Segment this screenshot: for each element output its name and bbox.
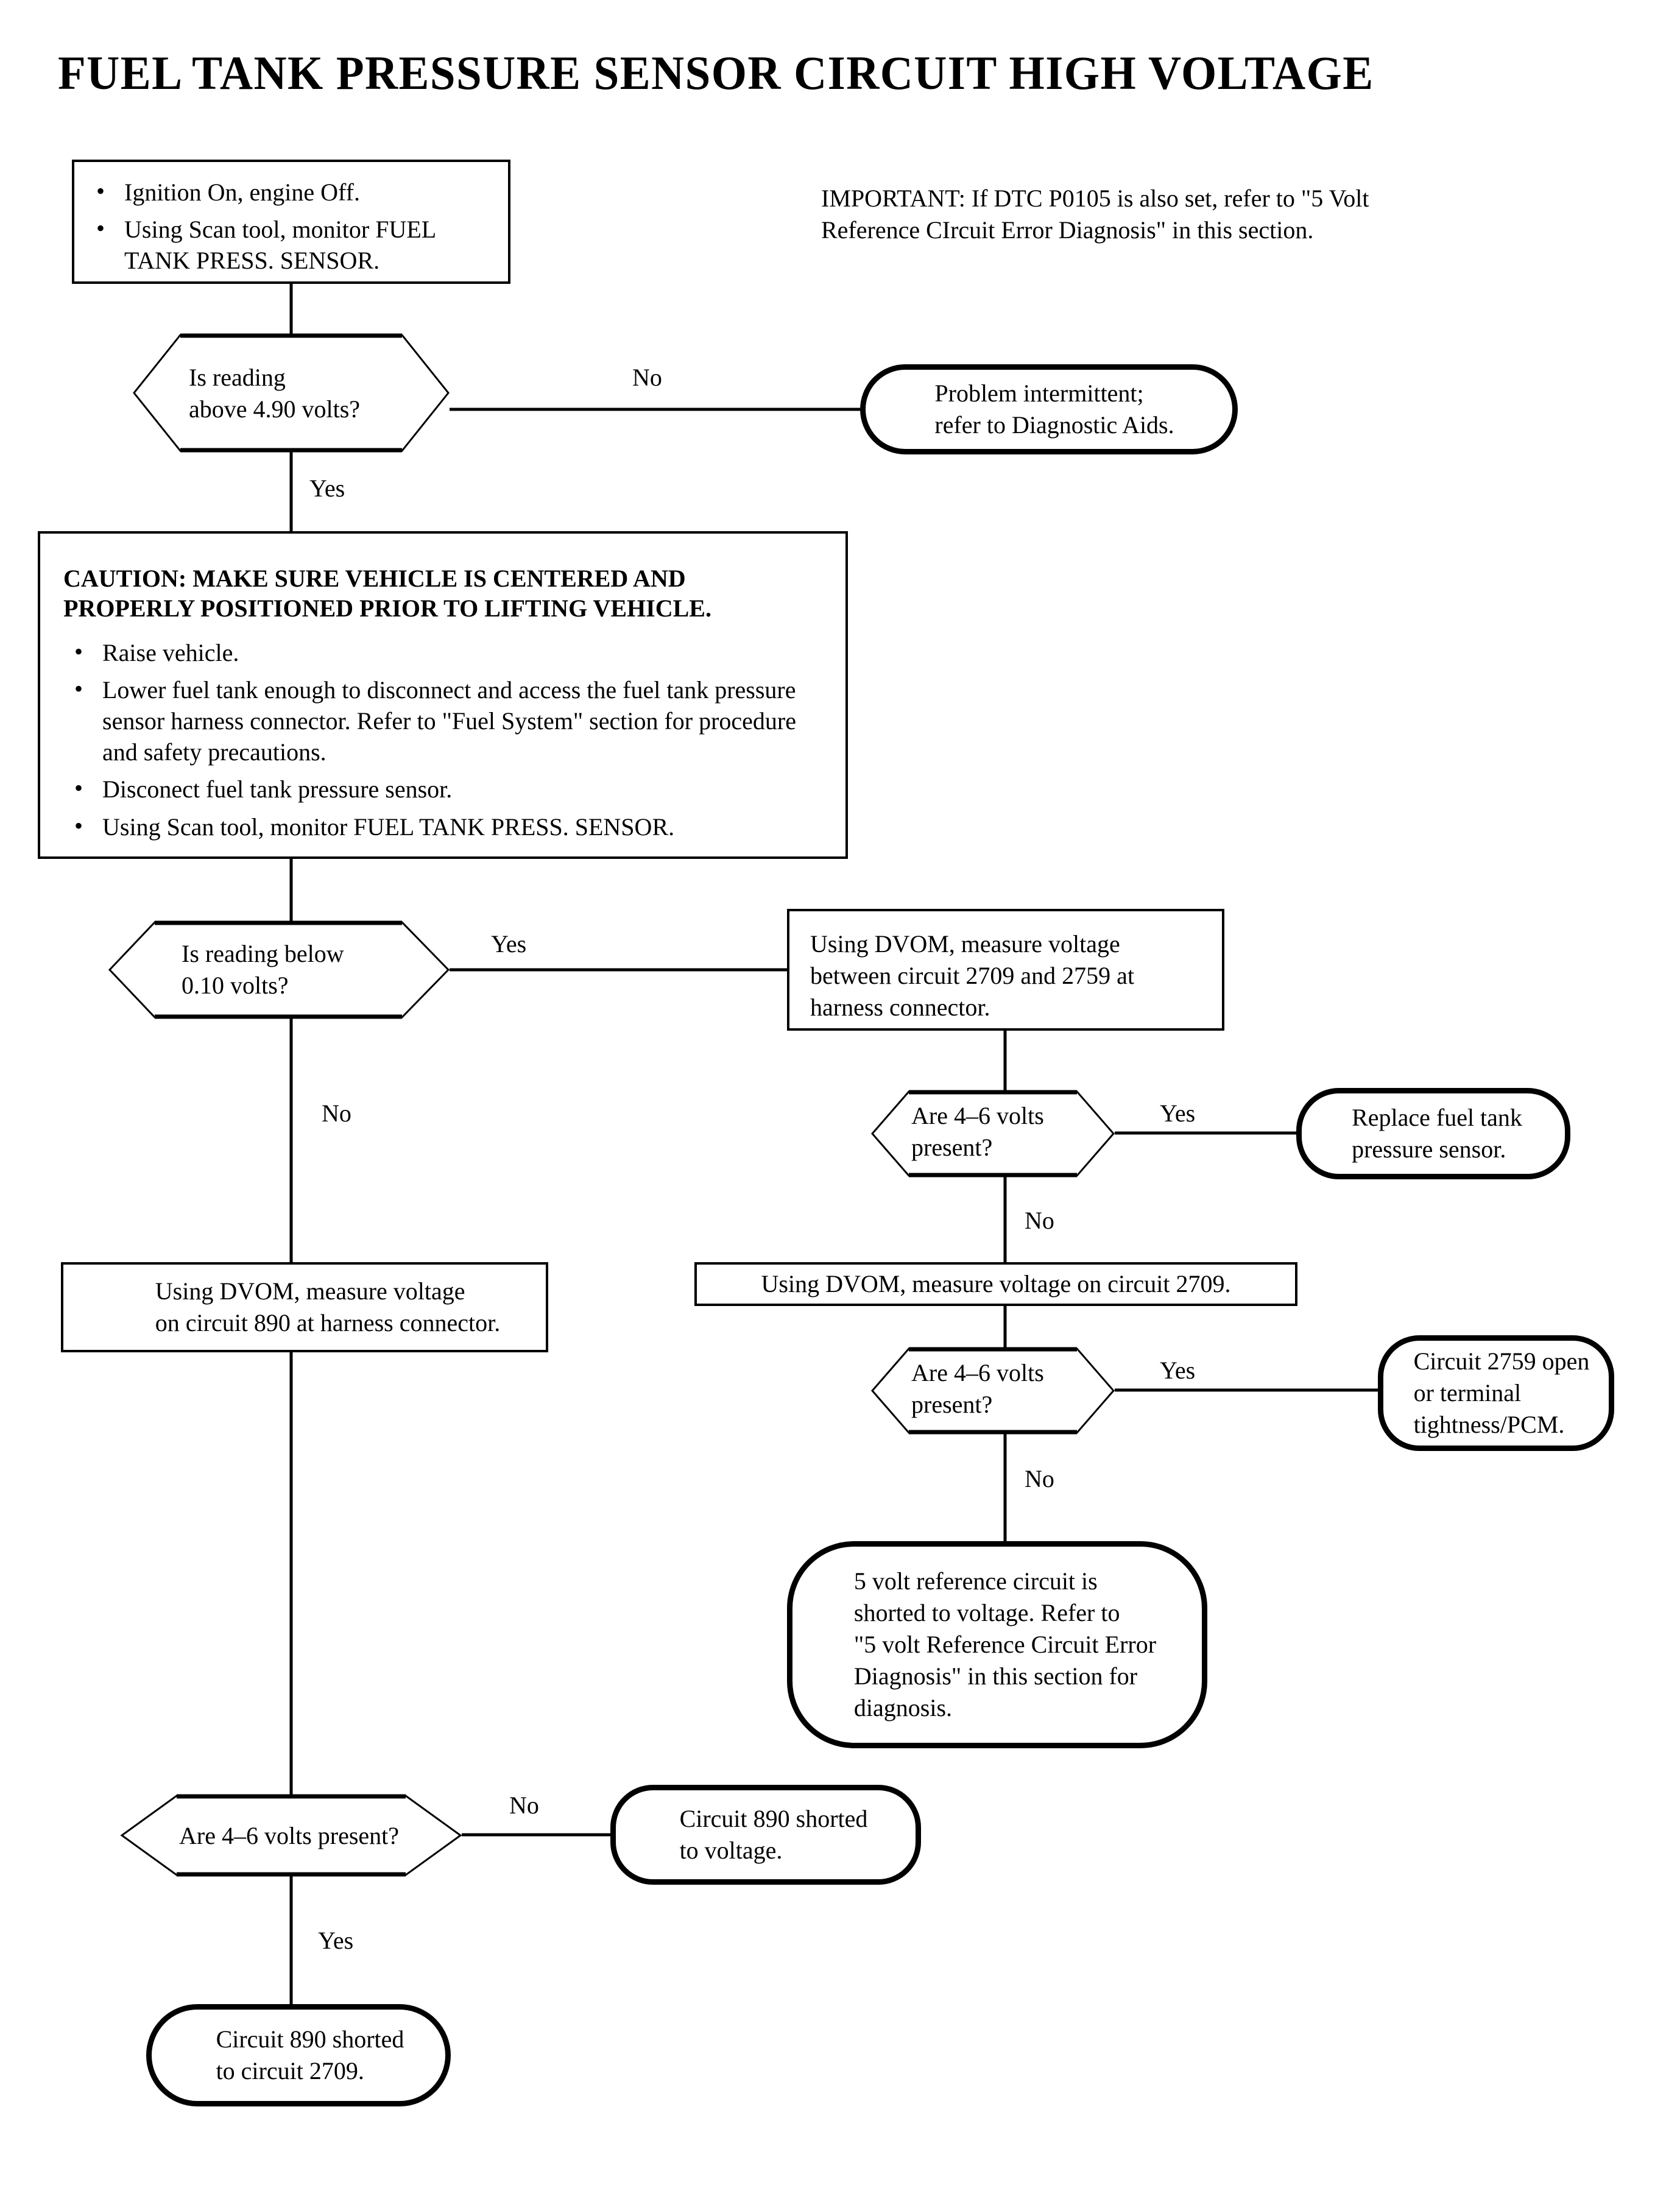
open2759-line3: tightness/PCM. (1413, 1411, 1565, 1438)
hexagon-shape (871, 1347, 1115, 1435)
node-start: Ignition On, engine Off. Using Scan tool… (72, 160, 510, 284)
list-item: Using Scan tool, monitor FUEL TANK PRESS… (63, 810, 821, 842)
d3-line2: present? (911, 1134, 993, 1161)
d1-line1: Is reading (189, 364, 286, 391)
intermittent-line2: refer to Diagnostic Aids. (934, 411, 1174, 439)
node-circuit-2759-open: Circuit 2759 open or terminal tightness/… (1378, 1335, 1614, 1451)
important-text: If DTC P0105 is also set, refer to "5 Vo… (821, 185, 1369, 244)
replace-text-block: Replace fuel tank pressure sensor. (1344, 1102, 1522, 1165)
caution-heading-line2: PROPERLY POSITIONED PRIOR TO LIFTING VEH… (63, 594, 711, 622)
caution-heading-line1: CAUTION: MAKE SURE VEHICLE IS CENTERED A… (63, 565, 686, 592)
caution-bullet-list: Raise vehicle. Lower fuel tank enough to… (63, 636, 821, 842)
hexagon-shape (120, 1794, 462, 1877)
important-note: IMPORTANT: If DTC P0105 is also set, ref… (821, 183, 1369, 246)
short890volt-text-block: Circuit 890 shorted to voltage. (664, 1803, 868, 1866)
short8902709-line1: Circuit 890 shorted (216, 2025, 404, 2053)
important-label: IMPORTANT: (821, 185, 965, 212)
node-d5-are-4-6-volts-present: Are 4–6 volts present? (120, 1794, 462, 1877)
d1-line2: above 4.90 volts? (189, 395, 361, 423)
open2759-text-block: Circuit 2759 open or terminal tightness/… (1403, 1346, 1590, 1441)
d4-line1: Are 4–6 volts (911, 1359, 1044, 1386)
short8902709-line2: to circuit 2709. (216, 2057, 364, 2085)
node-dvom-2709: Using DVOM, measure voltage on circuit 2… (694, 1262, 1297, 1306)
open2759-line2: or terminal (1413, 1379, 1522, 1407)
node-circuit-890-shorted-to-voltage: Circuit 890 shorted to voltage. (610, 1785, 921, 1885)
dvom890-line1: Using DVOM, measure voltage (155, 1277, 465, 1305)
node-d3-are-4-6-volts-present: Are 4–6 volts present? (871, 1090, 1115, 1177)
fivevolt-line3: "5 volt Reference Circuit Error (853, 1631, 1157, 1658)
edge-label-d2-yes: Yes (491, 930, 527, 958)
edge-label-d5-no: No (509, 1792, 539, 1819)
fivevolt-line1: 5 volt reference circuit is (853, 1567, 1098, 1595)
dvom2709-line1: Using DVOM, measure voltage on circuit 2… (761, 1270, 1231, 1297)
dvom27092759-line2: between circuit 2709 and 2759 at (810, 962, 1135, 989)
short8902709-text-block: Circuit 890 shorted to circuit 2709. (193, 2024, 404, 2087)
node-replace-fuel-tank-pressure-sensor: Replace fuel tank pressure sensor. (1296, 1088, 1570, 1179)
d4-line2: present? (911, 1391, 993, 1418)
node-d4-are-4-6-volts-present: Are 4–6 volts present? (871, 1347, 1115, 1435)
page-title: FUEL TANK PRESSURE SENSOR CIRCUIT HIGH V… (58, 46, 1374, 99)
short890volt-line2: to voltage. (679, 1837, 783, 1864)
dvom27092759-line1: Using DVOM, measure voltage (810, 930, 1120, 958)
d3-line1: Are 4–6 volts (911, 1102, 1044, 1129)
list-item: Ignition On, engine Off. (85, 175, 497, 208)
dvom890-line2: on circuit 890 at harness connector. (155, 1309, 501, 1336)
replace-line2: pressure sensor. (1352, 1135, 1506, 1163)
node-caution: CAUTION: MAKE SURE VEHICLE IS CENTERED A… (38, 531, 848, 859)
dvom27092759-line3: harness connector. (810, 994, 990, 1021)
hexagon-shape (133, 333, 450, 453)
hexagon-shape (108, 920, 450, 1019)
node-d1-is-reading-above-490: Is reading above 4.90 volts? (133, 333, 450, 453)
fivevolt-line2: shorted to voltage. Refer to (853, 1599, 1120, 1626)
fivevolt-line5: diagnosis. (853, 1694, 953, 1721)
edge-label-d5-yes: Yes (318, 1927, 354, 1954)
dvom890-text-block: Using DVOM, measure voltage on circuit 8… (109, 1276, 500, 1339)
node-d2-is-reading-below-010: Is reading below 0.10 volts? (108, 920, 450, 1019)
node-dvom-890: Using DVOM, measure voltage on circuit 8… (61, 1262, 548, 1352)
node-circuit-890-shorted-to-2709: Circuit 890 shorted to circuit 2709. (146, 2004, 451, 2106)
list-item: Lower fuel tank enough to disconnect and… (63, 673, 821, 768)
short890volt-line1: Circuit 890 shorted (679, 1805, 868, 1832)
intermittent-text-block: Problem intermittent; refer to Diagnosti… (923, 378, 1174, 441)
d5-line1: Are 4–6 volts present? (179, 1822, 400, 1849)
edge-label-d1-yes: Yes (309, 475, 345, 502)
fivevolt-text-block: 5 volt reference circuit is shorted to v… (838, 1566, 1156, 1724)
start-bullet-list: Ignition On, engine Off. Using Scan tool… (85, 175, 497, 277)
hexagon-shape (871, 1090, 1115, 1177)
node-problem-intermittent: Problem intermittent; refer to Diagnosti… (860, 364, 1238, 454)
open2759-line1: Circuit 2759 open (1413, 1347, 1590, 1375)
list-item: Using Scan tool, monitor FUEL TANK PRESS… (85, 213, 465, 276)
node-5-volt-reference-shorted: 5 volt reference circuit is shorted to v… (787, 1541, 1207, 1748)
list-item: Raise vehicle. (63, 636, 821, 668)
edge-label-d4-no: No (1025, 1465, 1054, 1492)
edge-label-d2-no: No (322, 1100, 351, 1127)
intermittent-line1: Problem intermittent; (934, 380, 1144, 407)
d2-line2: 0.10 volts? (182, 972, 289, 999)
edge-label-d3-yes: Yes (1160, 1100, 1196, 1127)
replace-line1: Replace fuel tank (1352, 1104, 1522, 1131)
fivevolt-line4: Diagnosis" in this section for (853, 1662, 1138, 1690)
edge-label-d3-no: No (1025, 1207, 1054, 1234)
edge-label-d1-no: No (632, 364, 662, 391)
node-dvom-2709-2759: Using DVOM, measure voltage between circ… (787, 909, 1224, 1031)
list-item: Disconect fuel tank pressure sensor. (63, 772, 821, 805)
d2-line1: Is reading below (182, 940, 344, 967)
edge-label-d4-yes: Yes (1160, 1357, 1196, 1384)
